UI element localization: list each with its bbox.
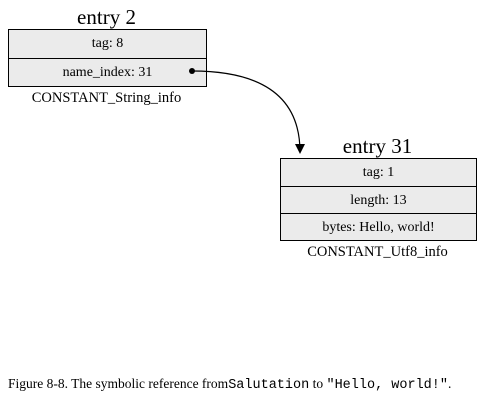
entry-2-tag-field: tag: 8 bbox=[91, 36, 124, 51]
caption-code-salutation: Salutation bbox=[228, 378, 310, 393]
entry-31-type-label: CONSTANT_Utf8_info bbox=[307, 244, 448, 260]
caption-suffix: . bbox=[448, 376, 452, 391]
caption-code-hello: "Hello, world!" bbox=[326, 378, 448, 393]
entry-31-tag-field: tag: 1 bbox=[362, 165, 395, 180]
entry-2-type-label: CONSTANT_String_info bbox=[31, 90, 182, 106]
entry-31-table: tag: 1 length: 13 bytes: Hello, world! bbox=[280, 158, 477, 241]
figure-caption: Figure 8-8. The symbolic reference fromS… bbox=[8, 376, 451, 393]
entry-31-title: entry 31 bbox=[342, 134, 413, 158]
reference-curve bbox=[191, 70, 305, 154]
entry-31-length-field: length: 13 bbox=[281, 186, 476, 213]
entry-2-table: tag: 8 name_index: 31 bbox=[8, 29, 207, 87]
entry-2-title: entry 2 bbox=[77, 5, 136, 29]
entry-2-name-index-field: name_index: 31 bbox=[9, 58, 206, 86]
caption-middle: to bbox=[309, 376, 327, 391]
entry-31-bytes-field: bytes: Hello, world! bbox=[281, 213, 476, 240]
caption-prefix: Figure 8-8. The symbolic reference from bbox=[8, 376, 229, 391]
